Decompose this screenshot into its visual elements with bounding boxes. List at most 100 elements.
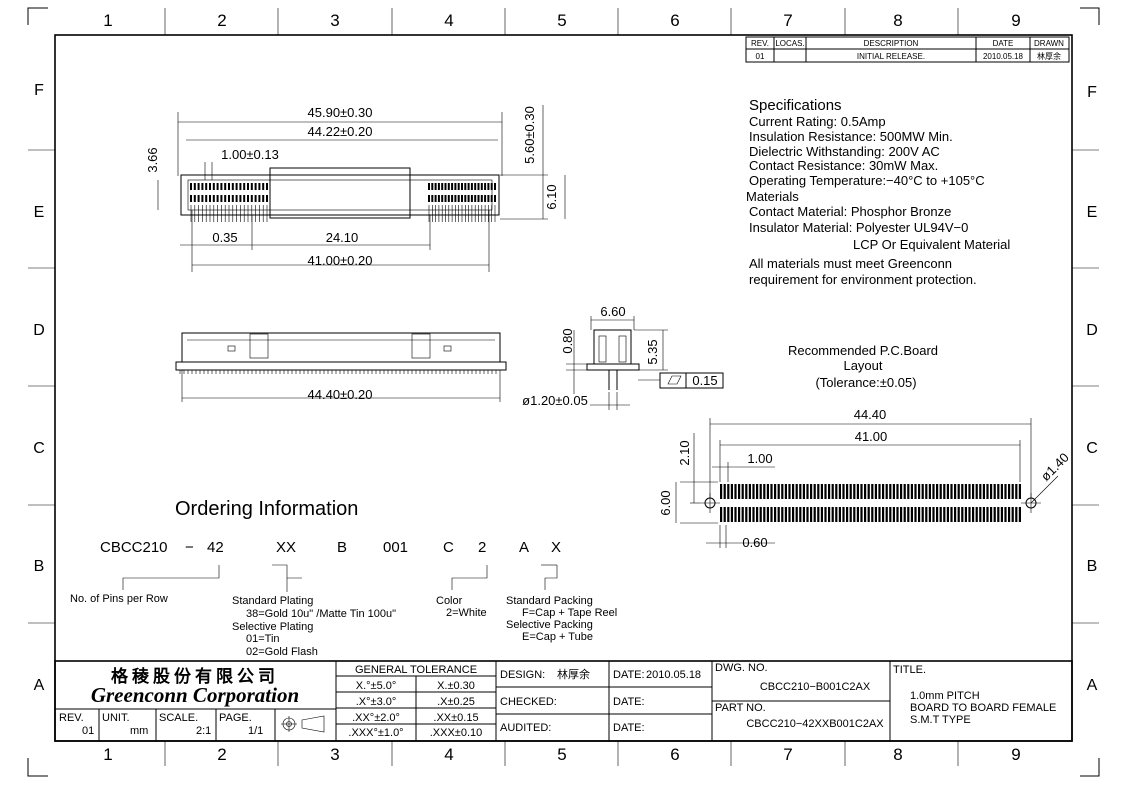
top-pin [220,195,223,202]
pcb-pad [997,507,1000,522]
pcb-pad [759,484,762,499]
pcb-pad [723,507,726,522]
color-line: Color [436,595,463,607]
pcb-pad [810,484,813,499]
top-pin [231,183,234,190]
tolerance-cell: X.°±5.0° [356,680,397,692]
company-name-en: Greenconn Corporation [91,683,299,707]
pcb-pad [878,484,881,499]
pcb-pad [867,507,870,522]
pcb-pad [774,484,777,499]
date-label: DATE: [613,669,645,681]
pcb-pad [1018,507,1021,522]
pcb-pad [867,484,870,499]
tolerance-cell: .XXX°±1.0° [348,727,403,739]
pcb-dim-height: 6.00 [658,490,673,515]
rev-header: REV. [751,39,769,48]
pcb-pad [921,484,924,499]
pcb-pad-array [720,484,1021,522]
top-pin [209,195,211,202]
top-pin [212,183,215,190]
pcb-pad [918,484,921,499]
design-label: DESIGN: [500,669,545,681]
pcb-pad [914,507,917,522]
dim-overall: 45.90±0.30 [308,105,373,120]
pcb-pad [961,507,964,522]
top-pin [266,183,268,190]
order-code-part: XX [276,539,296,556]
pcb-pad [874,484,877,499]
top-pin [431,195,434,202]
color-line: 2=White [446,607,487,619]
top-pin [258,195,261,202]
pcb-dim-pad: 0.60 [742,535,767,550]
pcb-pad [907,484,910,499]
tolerance-title: GENERAL TOLERANCE [355,664,477,676]
top-pin [216,183,219,190]
spec-line: Dielectric Withstanding: 200V AC [749,144,940,159]
audited-label: AUDITED: [500,722,551,734]
pcb-pad [846,484,849,499]
top-pin [193,183,196,190]
col-label: 7 [783,745,792,764]
pcb-pad [1011,484,1014,499]
tolerance-cell: X.±0.30 [437,680,475,692]
dim-post-dia: ø1.20±0.05 [522,393,588,408]
top-pin [470,183,473,190]
top-pin [437,183,440,190]
pcb-pad [860,507,863,522]
col-label: 2 [217,745,226,764]
pcb-pad [831,484,834,499]
spec-line: All materials must meet Greenconn [749,256,952,271]
pcb-pad [1000,507,1003,522]
top-pin [250,195,253,202]
pcb-pad [993,507,996,522]
pcb-pad [788,484,791,499]
column-labels-top: 1 2 3 4 5 6 7 8 9 [103,11,1020,30]
pcb-pad [777,507,780,522]
pcb-pad [982,484,985,499]
order-code-part: − [185,539,194,556]
pcb-pad [968,507,971,522]
specifications-title: Specifications [749,97,842,114]
row-labels-right: F E D C B A [1086,84,1098,694]
pcb-pad [777,484,780,499]
pcb-pad [882,484,885,499]
pcb-pad [972,507,975,522]
date-label: DATE: [613,722,645,734]
pcb-pad [900,507,903,522]
pcb-pad [806,507,809,522]
pcb-pad [853,484,856,499]
ordering-title: Ordering Information [175,498,358,520]
packing-line: Standard Packing [506,595,593,607]
pcb-pad [975,484,978,499]
order-code-part: 42 [207,539,224,556]
pcb-pad [835,484,838,499]
top-pin [197,183,200,190]
pcb-pad [1000,484,1003,499]
pcb-pad [720,484,723,499]
pcb-pad [792,484,795,499]
top-pin [224,183,227,190]
top-pin [477,183,480,190]
pcb-pad [831,507,834,522]
col-label: 8 [893,745,902,764]
top-pin [190,195,192,202]
pcb-pad [964,484,967,499]
pcb-pad [730,507,733,522]
pcb-pad [856,484,859,499]
pcb-pad [781,507,784,522]
pcb-pad [864,507,867,522]
pcb-dim-offset: 2.10 [677,440,692,465]
rev-label: REV. [59,712,84,724]
row-label: F [34,82,44,99]
pcb-pad [882,507,885,522]
col-label: 1 [103,745,112,764]
top-pin [239,183,242,190]
order-code-part: 001 [383,539,408,556]
plating-line: 02=Gold Flash [246,646,318,658]
top-pin [447,195,450,202]
row-label: E [34,204,45,221]
rev-value: 01 [756,52,765,61]
pcb-pad [943,507,946,522]
